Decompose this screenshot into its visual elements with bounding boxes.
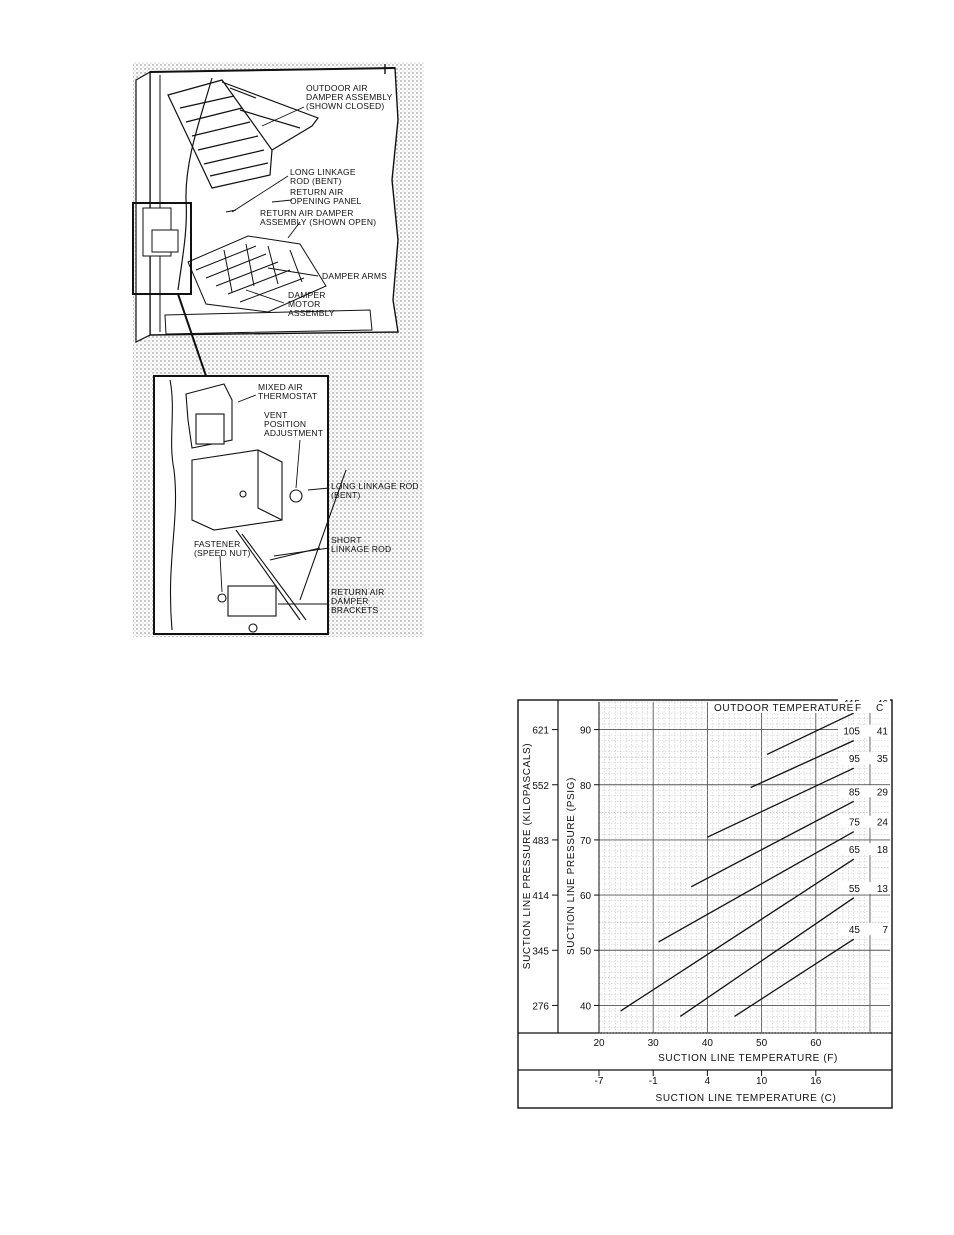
label-return-air-damper: RETURN AIR DAMPER ASSEMBLY (SHOWN OPEN) bbox=[260, 208, 376, 227]
x-tick-label-f: 50 bbox=[756, 1038, 768, 1049]
series-line bbox=[658, 831, 855, 943]
y-tick-label-kpa: 345 bbox=[532, 946, 549, 957]
series-label-c: 29 bbox=[877, 787, 889, 798]
series-label-bg bbox=[838, 785, 890, 798]
detail-highlight-box bbox=[132, 202, 192, 295]
x-tick-label-c: -7 bbox=[595, 1076, 604, 1087]
y-tick-label-kpa: 621 bbox=[532, 726, 549, 737]
x-tick-label-c: -1 bbox=[649, 1076, 658, 1087]
x-axis-label-c: SUCTION LINE TEMPERATURE (C) bbox=[656, 1093, 837, 1104]
series-label-bg bbox=[838, 843, 890, 856]
label-long-linkage-rod-detail: LONG LINKAGE ROD (BENT) bbox=[331, 481, 421, 500]
chart-grid bbox=[598, 701, 890, 1034]
series-line bbox=[690, 800, 855, 888]
label-return-air-brackets: RETURN AIR DAMPER BRACKETS bbox=[331, 587, 387, 615]
x-tick-label-f: 60 bbox=[810, 1038, 822, 1049]
series-label-f: 105 bbox=[843, 727, 860, 738]
series-label-f: 65 bbox=[849, 845, 861, 856]
series-label-c: 7 bbox=[882, 925, 888, 936]
series-label-bg bbox=[838, 697, 890, 710]
y-tick-label-psig: 90 bbox=[580, 726, 592, 737]
chart-ticks: 40 276 50 345 60 414 70 483 80 552 90 621 20 -7 30 -1 40… bbox=[532, 726, 821, 1087]
series-label-c: 41 bbox=[877, 727, 889, 738]
y-tick-label-psig: 60 bbox=[580, 891, 592, 902]
x-tick-label-f: 20 bbox=[593, 1038, 605, 1049]
long-linkage-rod bbox=[177, 77, 213, 291]
series-label-bg bbox=[838, 881, 890, 894]
series-line bbox=[750, 740, 855, 789]
callout-leaders bbox=[231, 106, 319, 304]
damper-illustration: OUTDOOR AIR DAMPER ASSEMBLY (SHOWN CLOSE… bbox=[132, 62, 424, 637]
x-axis-label-f: SUCTION LINE TEMPERATURE (F) bbox=[658, 1053, 838, 1064]
series-label-c: 46 bbox=[877, 699, 889, 710]
chart-series: 115 46 105 41 95 35 85 29 75 24 65 18 55 13 45 7 bbox=[620, 697, 890, 1017]
y-tick-label-kpa: 552 bbox=[532, 781, 549, 792]
series-label-f: 45 bbox=[849, 925, 861, 936]
series-label-f: 85 bbox=[849, 787, 861, 798]
legend-title: OUTDOOR TEMPERATURE bbox=[714, 703, 854, 714]
label-vent-position: VENT POSITION ADJUSTMENT bbox=[264, 410, 323, 438]
series-label-c: 13 bbox=[877, 884, 889, 895]
series-label-bg bbox=[838, 724, 890, 737]
series-line bbox=[734, 938, 855, 1017]
x-tick-label-c: 16 bbox=[810, 1076, 822, 1087]
series-label-f: 55 bbox=[849, 884, 861, 895]
y-axis-label-psig: SUCTION LINE PRESSURE (PSIG) bbox=[566, 777, 577, 955]
cabinet-left-wall bbox=[135, 70, 151, 343]
series-line bbox=[766, 712, 855, 755]
label-fastener: FASTENER (SPEED NUT) bbox=[194, 539, 251, 558]
detail-connector bbox=[177, 293, 207, 377]
label-damper-motor: DAMPER MOTOR ASSEMBLY bbox=[288, 290, 335, 318]
label-mixed-air-thermostat: MIXED AIR THERMOSTAT bbox=[258, 382, 317, 401]
chart-frame bbox=[517, 699, 893, 1109]
y-tick-label-psig: 80 bbox=[580, 781, 592, 792]
series-line bbox=[707, 767, 855, 838]
series-label-f: 95 bbox=[849, 754, 861, 765]
y-axis-label-kpa: SUCTION LINE PRESSURE (KILOPASCALS) bbox=[522, 743, 533, 969]
detail-drawing bbox=[169, 379, 347, 633]
series-line bbox=[679, 897, 855, 1017]
x-tick-label-f: 30 bbox=[648, 1038, 660, 1049]
legend-unit-c: C bbox=[876, 703, 884, 714]
label-long-linkage-rod: LONG LINKAGE ROD (BENT) bbox=[290, 167, 358, 186]
series-label-bg bbox=[838, 815, 890, 828]
y-tick-label-psig: 50 bbox=[580, 946, 592, 957]
label-outdoor-air-damper: OUTDOOR AIR DAMPER ASSEMBLY (SHOWN CLOSE… bbox=[306, 83, 395, 111]
y-tick-label-kpa: 414 bbox=[532, 891, 549, 902]
outdoor-air-damper bbox=[167, 79, 319, 189]
series-label-bg bbox=[838, 923, 890, 936]
y-tick-label-kpa: 483 bbox=[532, 836, 549, 847]
legend-unit-f: F bbox=[855, 703, 862, 714]
x-tick-label-f: 40 bbox=[702, 1038, 714, 1049]
label-return-air-panel: RETURN AIR OPENING PANEL bbox=[290, 187, 361, 206]
return-air-damper bbox=[164, 235, 373, 335]
series-label-f: 75 bbox=[849, 818, 861, 829]
series-label-c: 24 bbox=[877, 818, 889, 829]
series-label-c: 18 bbox=[877, 845, 889, 856]
x-tick-label-c: 10 bbox=[756, 1076, 768, 1087]
series-label-bg bbox=[838, 752, 890, 765]
y-tick-label-kpa: 276 bbox=[532, 1001, 549, 1012]
label-short-linkage-rod: SHORT LINKAGE ROD bbox=[331, 535, 391, 554]
x-tick-label-c: 4 bbox=[705, 1076, 711, 1087]
series-label-f: 115 bbox=[844, 699, 860, 710]
label-damper-arms: DAMPER ARMS bbox=[322, 271, 387, 281]
y-tick-label-psig: 40 bbox=[580, 1001, 592, 1012]
series-line bbox=[620, 858, 855, 1012]
series-label-c: 35 bbox=[877, 754, 889, 765]
y-tick-label-psig: 70 bbox=[580, 836, 592, 847]
